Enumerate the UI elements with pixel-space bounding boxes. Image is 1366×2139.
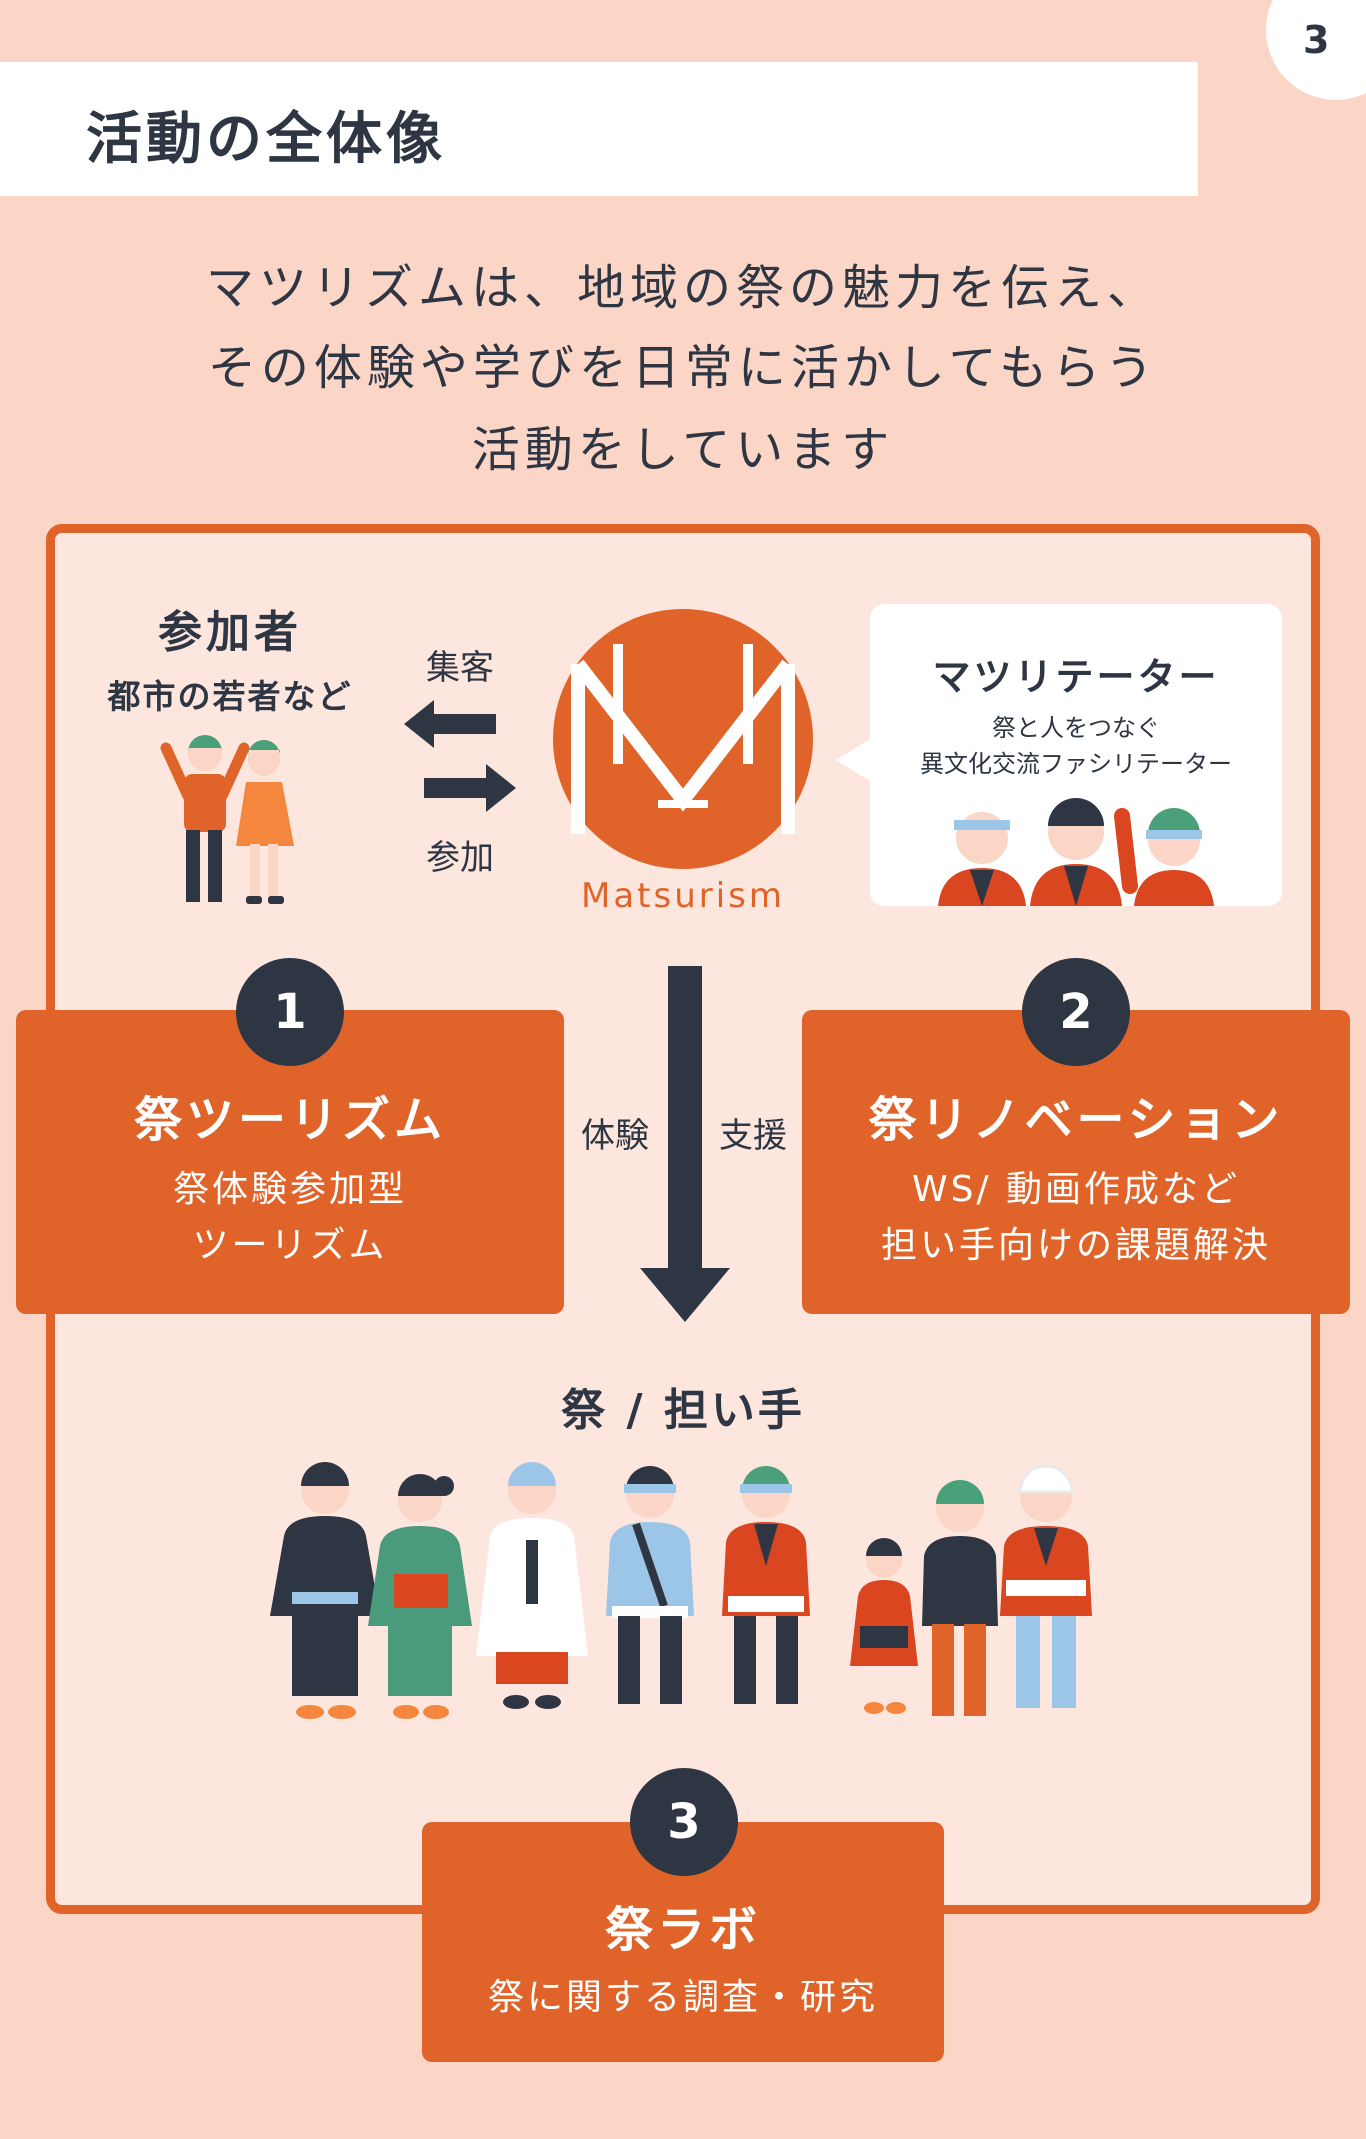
- festival-bearers-illustration: [270, 1462, 1092, 1719]
- participants-subtitle: 都市の若者など: [107, 677, 353, 716]
- number-badge-2: 2: [1022, 958, 1130, 1066]
- support-label: 支援: [719, 1116, 787, 1156]
- bearer-person-icon: [368, 1474, 472, 1719]
- bearer-person-icon: [606, 1466, 694, 1704]
- experience-label: 体験: [581, 1116, 649, 1156]
- facilitator-desc-1: 祭と人をつなぐ: [992, 714, 1160, 742]
- title-bar: [0, 62, 1198, 196]
- participants-illustration: [160, 735, 294, 904]
- participant-person-icon: [236, 740, 294, 904]
- bearer-person-icon: [722, 1466, 810, 1704]
- bearer-person-icon: [850, 1538, 918, 1714]
- bearer-person-icon: [476, 1462, 588, 1709]
- facilitator-person-icon: [1114, 808, 1214, 906]
- number-badge-1: 1: [236, 958, 344, 1066]
- tourism-line-2: ツーリズム: [192, 1225, 388, 1266]
- intro-line-2: その体験や学びを日常に活かしてもらう: [207, 340, 1159, 396]
- renovation-line-2: 担い手向けの課題解決: [880, 1225, 1271, 1266]
- bearer-person-icon: [270, 1462, 380, 1719]
- bearers-title: 祭 / 担い手: [561, 1385, 805, 1436]
- facilitator-person-icon: [1030, 798, 1122, 906]
- arrow-down-icon: [640, 966, 730, 1322]
- matsurism-logo-icon: [553, 609, 813, 869]
- bearer-person-icon: [922, 1480, 998, 1716]
- facilitators-illustration: [938, 798, 1214, 906]
- arrow-left-icon: [404, 700, 496, 748]
- page-number-badge: 3: [1266, 0, 1366, 100]
- lab-title: 祭ラボ: [604, 1902, 761, 1958]
- page-title: 活動の全体像: [86, 107, 446, 172]
- arrow-right-icon: [424, 764, 516, 812]
- renovation-title: 祭リノベーション: [868, 1092, 1284, 1148]
- facilitator-person-icon: [938, 812, 1026, 906]
- speech-bubble-tail: [836, 738, 872, 782]
- tourism-line-1: 祭体験参加型: [172, 1169, 407, 1210]
- facilitator-desc-2: 異文化交流ファシリテーター: [920, 750, 1232, 778]
- logo-wordmark: Matsurism: [580, 876, 786, 916]
- page-number: 3: [1303, 18, 1330, 62]
- intro-line-1: マツリズムは、地域の祭の魅力を伝え、: [205, 260, 1160, 316]
- flow-arrows: [404, 700, 516, 812]
- tourism-title: 祭ツーリズム: [133, 1092, 446, 1148]
- intro-line-3: 活動をしています: [471, 422, 895, 478]
- join-label: 参加: [426, 838, 494, 878]
- attract-label: 集客: [426, 648, 494, 688]
- renovation-line-1: WS/ 動画作成など: [911, 1169, 1241, 1210]
- number-badge-3: 3: [630, 1768, 738, 1876]
- bearer-person-icon: [1000, 1464, 1092, 1708]
- lab-line-1: 祭に関する調査・研究: [487, 1977, 878, 2018]
- participants-title: 参加者: [158, 607, 302, 658]
- participant-person-icon: [160, 735, 250, 902]
- facilitator-title: マツリテーター: [932, 655, 1220, 699]
